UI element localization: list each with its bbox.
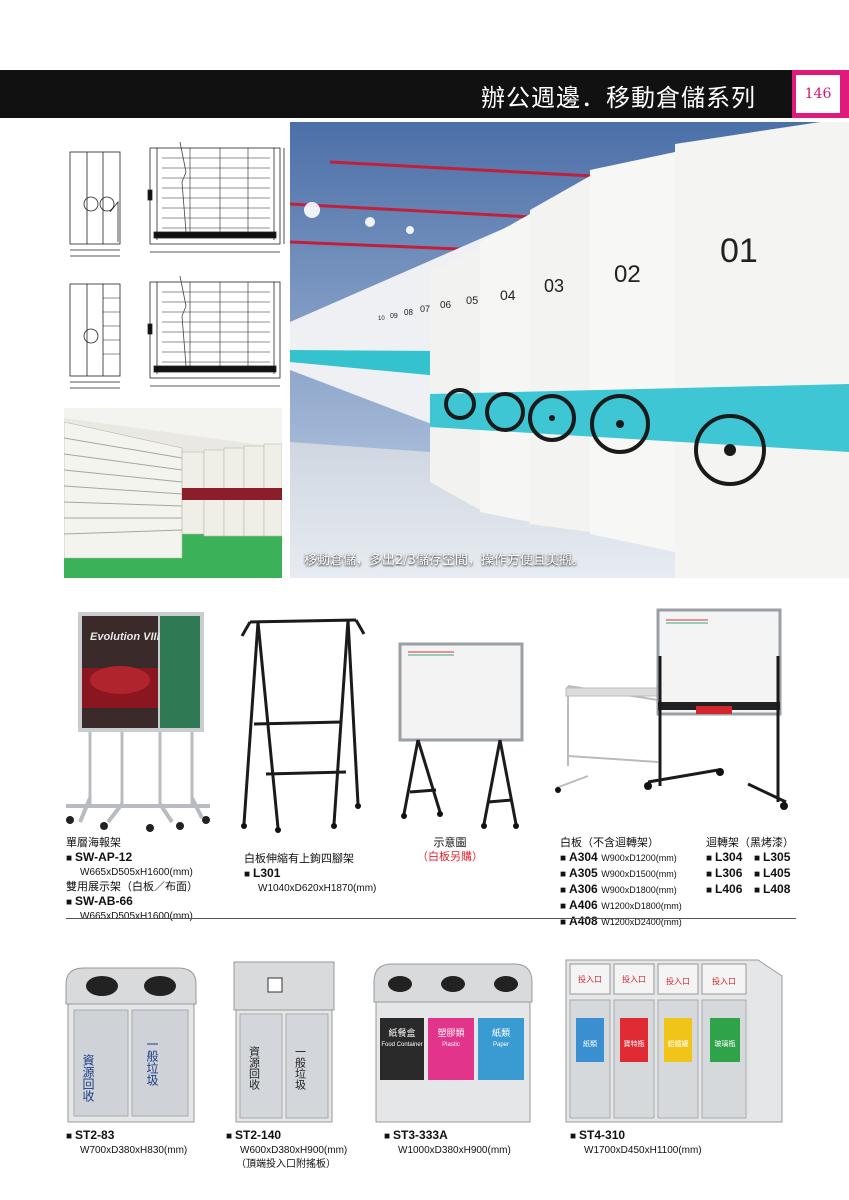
- bin-st4310-image: 投入口 投入口 投入口 投入口 紙類 寶特瓶 鋁鐵罐 玻璃瓶: [562, 956, 784, 1126]
- cabinet-number-10: 10: [378, 316, 385, 322]
- a-frame-stand-image: [238, 614, 368, 836]
- product-dimensions: W1040xD620xH1870(mm): [258, 883, 377, 894]
- caption-st4310: ST4-310 W1700xD450xH1100(mm): [570, 1128, 702, 1158]
- archive-room-photo: [64, 408, 282, 578]
- caption-rotating-stands: 迴轉架（黑烤漆） L304L305 L306L405 L406L408: [706, 836, 794, 898]
- caption-l301: 白板伸縮有上鉤四腳架 L301 W1040xD620xH1870(mm): [244, 852, 376, 896]
- poster-brand-text: Evolution VIII: [90, 631, 161, 643]
- bin-label: 紙類: [583, 1039, 597, 1048]
- product-dimensions: W1700xD450xH1100(mm): [584, 1145, 702, 1156]
- slot-label: 投入口: [622, 974, 646, 984]
- rotating-title: 迴轉架（黑烤漆）: [706, 836, 794, 849]
- bin-sublabel: Paper: [493, 1042, 509, 1048]
- whiteboard-title: 白板（不含迴轉架）: [560, 836, 659, 849]
- caption-st3333a: ST3-333A W1000xD380xH900(mm): [384, 1128, 511, 1158]
- product-dimensions: W665xD505xH1600(mm): [80, 911, 193, 922]
- rotating-code: L408: [754, 882, 790, 896]
- bin-label: 寶特瓶: [624, 1039, 645, 1048]
- whiteboard-dim: W1200xD2400(mm): [601, 917, 682, 927]
- product-dimensions: W665xD505xH1600(mm): [80, 867, 193, 878]
- product-code: SW-AP-12: [66, 850, 198, 866]
- bin-label: 鋁鐵罐: [668, 1039, 689, 1048]
- cabinet-number-05: 05: [466, 295, 478, 307]
- product-code: ST2-83: [66, 1128, 187, 1144]
- cabinet-number-07: 07: [420, 304, 430, 314]
- caption-st2140: ST2-140 W600xD380xH900(mm) （頂端投入口附搖板）: [226, 1128, 347, 1172]
- bin-st3333a-image: 紙餐盒 塑膠類 紙類 Food Container Plastic Paper: [370, 960, 536, 1126]
- slot-label: 投入口: [712, 976, 736, 986]
- bin-label: 塑膠類: [437, 1028, 464, 1039]
- bin-label: 一般垃圾: [294, 1046, 307, 1091]
- slot-label: 投入口: [578, 974, 602, 984]
- whiteboard-code: A304: [560, 850, 598, 864]
- whiteboard-dim: W900xD1200(mm): [601, 853, 677, 863]
- page-title: 辦公週邊．移動倉儲系列: [481, 84, 756, 112]
- product-code: L301: [244, 866, 376, 882]
- product-name: 雙用展示架（白板／布面）: [66, 880, 198, 893]
- product-name: 白板伸縮有上鉤四腳架: [244, 852, 354, 865]
- bin-st2140-image: 資源回收 一般垃圾: [230, 956, 338, 1126]
- page-number-tab: 146: [792, 70, 849, 118]
- rotating-code: L406: [706, 882, 754, 898]
- bin-st283-image: 資源回收 一般垃圾: [62, 964, 200, 1126]
- product-code: ST2-140: [226, 1128, 347, 1144]
- product-dimensions: W600xD380xH900(mm): [240, 1145, 348, 1156]
- rotating-code: L405: [754, 866, 790, 880]
- cabinet-number-02: 02: [614, 261, 641, 288]
- bin-label: 一般垃圾: [145, 1038, 159, 1086]
- rotating-code: L306: [706, 866, 754, 882]
- caption-st283: ST2-83 W700xD380xH830(mm): [66, 1128, 187, 1158]
- product-code: ST3-333A: [384, 1128, 511, 1144]
- mobile-storage-photo: 01 02 03 04 05 06 07 08 09 10 移動倉儲，多出2/3…: [290, 122, 849, 578]
- cabinet-number-08: 08: [404, 308, 413, 317]
- bin-label: 資源回收: [248, 1046, 261, 1091]
- slot-label: 投入口: [666, 976, 690, 986]
- poster-stand-image: Evolution VIII: [60, 608, 220, 836]
- technical-drawing-bottom: [62, 268, 287, 396]
- cabinet-number-01: 01: [720, 232, 758, 270]
- product-code: SW-AB-66: [66, 894, 198, 910]
- bin-label: 資源回收: [81, 1054, 95, 1103]
- whiteboard-dim: W900xD1500(mm): [601, 869, 677, 879]
- product-code: ST4-310: [570, 1128, 702, 1144]
- caption-whiteboards: 白板（不含迴轉架） A304 W900xD1200(mm) A305 W900x…: [560, 836, 682, 930]
- cabinet-number-04: 04: [500, 287, 516, 303]
- hero-caption: 移動倉儲，多出2/3儲存空間，操作方便且美觀。: [304, 553, 585, 568]
- section-divider: [66, 918, 796, 919]
- page-number: 146: [796, 75, 840, 113]
- rotating-whiteboard-image: [548, 606, 792, 816]
- product-name: 單層海報架: [66, 836, 121, 849]
- bin-label: 紙餐盒: [388, 1027, 415, 1039]
- whiteboard-code: A408: [560, 914, 598, 928]
- rotating-code: L305: [754, 850, 790, 864]
- technical-drawing-top: [62, 132, 287, 260]
- product-dimensions: W700xD380xH830(mm): [80, 1145, 188, 1156]
- sample-note: （白板另購）: [417, 850, 483, 863]
- whiteboard-dim: W1200xD1800(mm): [601, 901, 682, 911]
- whiteboard-dim: W900xD1800(mm): [601, 885, 677, 895]
- cabinet-number-03: 03: [544, 276, 564, 296]
- sample-title: 示意圖: [433, 836, 467, 849]
- whiteboard-code: A306: [560, 882, 598, 896]
- bin-sublabel: Food Container: [381, 1042, 422, 1048]
- rotating-code: L304: [706, 850, 754, 866]
- caption-sample: 示意圖 （白板另購）: [410, 836, 490, 864]
- bin-sublabel: Plastic: [442, 1042, 460, 1048]
- whiteboard-code: A305: [560, 866, 598, 880]
- whiteboard-easel-image: [396, 642, 526, 836]
- page-header-band: 辦公週邊．移動倉儲系列: [0, 70, 792, 118]
- product-dimensions: W1000xD380xH900(mm): [398, 1145, 511, 1156]
- cabinet-number-06: 06: [440, 300, 452, 311]
- bin-label: 紙類: [492, 1027, 510, 1039]
- product-note: （頂端投入口附搖板）: [236, 1159, 336, 1170]
- whiteboard-code: A406: [560, 898, 598, 912]
- bin-label: 玻璃瓶: [715, 1039, 736, 1048]
- cabinet-number-09: 09: [390, 313, 398, 320]
- caption-sw-ap12: 單層海報架 SW-AP-12 W665xD505xH1600(mm) 雙用展示架…: [66, 836, 198, 924]
